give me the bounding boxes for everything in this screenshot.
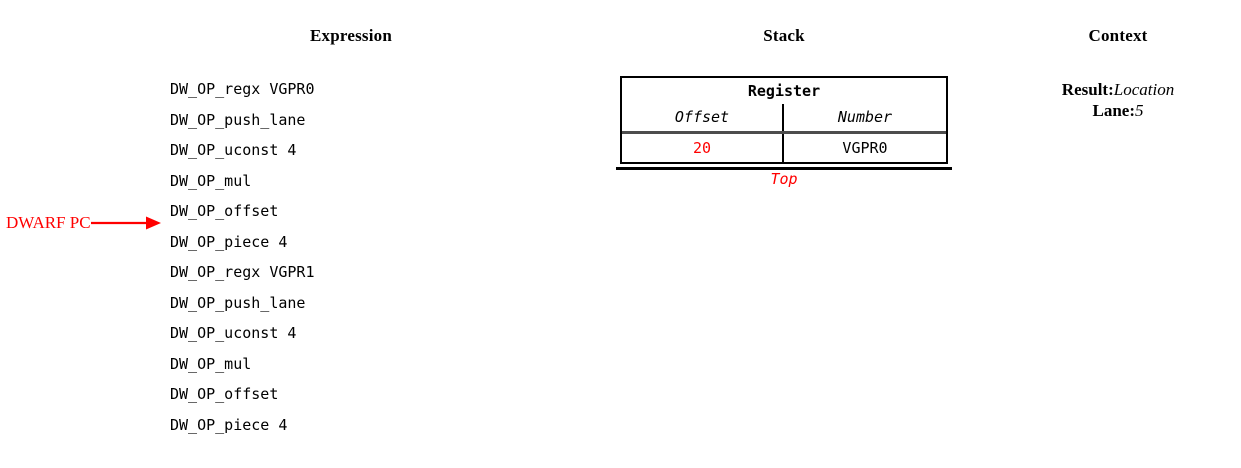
stack-column-header-offset: Offset: [622, 104, 784, 131]
context-value-result: Location: [1113, 80, 1175, 99]
stack-top-label: Top: [770, 170, 798, 188]
expression-line: DW_OP_push_lane: [170, 110, 306, 129]
expression-line: DW_OP_regx VGPR0: [170, 80, 315, 98]
expression-line: DW_OP_mul: [170, 354, 252, 373]
column-heading-expression: Expression: [310, 26, 392, 45]
expression-line: DW_OP_offset: [170, 202, 279, 220]
context-entry-result: Result:Location: [1062, 79, 1174, 100]
expression-line: DW_OP_offset: [170, 385, 279, 403]
stack-base-rule: [616, 167, 952, 170]
expression-line: DW_OP_uconst 4: [170, 324, 297, 342]
stack-row: 20 VGPR0: [622, 134, 946, 162]
stack-column-header-number: Number: [837, 108, 893, 126]
stack-column-header-row: Offset Number: [622, 104, 946, 134]
dwarf-pc-pointer: DWARF PC: [6, 211, 163, 235]
column-heading-context: Context: [1088, 26, 1148, 45]
arrow-right-icon: [90, 216, 161, 230]
expression-line: DW_OP_push_lane: [170, 293, 306, 312]
context-key-result: Result:: [1061, 80, 1114, 99]
dwarf-pc-label: DWARF PC: [6, 213, 91, 232]
stack-table: Register Offset Number 20 VGPR0: [620, 76, 948, 164]
expression-line: DW_OP_uconst 4: [170, 141, 297, 159]
context-key-lane: Lane:: [1092, 101, 1136, 120]
context-block: Result:Location Lane:5: [1062, 79, 1174, 121]
expression-line: DW_OP_mul: [170, 171, 252, 190]
context-entry-lane: Lane:5: [1062, 100, 1174, 121]
stack-group-header: Register: [747, 82, 821, 100]
stack-cell-offset: 20: [622, 134, 784, 162]
context-value-lane: 5: [1135, 101, 1144, 120]
expression-line: DW_OP_piece 4: [170, 232, 288, 251]
expression-line: DW_OP_regx VGPR1: [170, 263, 315, 281]
stack-cell-number: VGPR0: [842, 139, 888, 157]
column-heading-stack: Stack: [763, 26, 805, 45]
expression-line: DW_OP_piece 4: [170, 415, 288, 434]
expression-list: DW_OP_regx VGPR0 DW_OP_push_lane DW_OP_u…: [170, 74, 315, 440]
